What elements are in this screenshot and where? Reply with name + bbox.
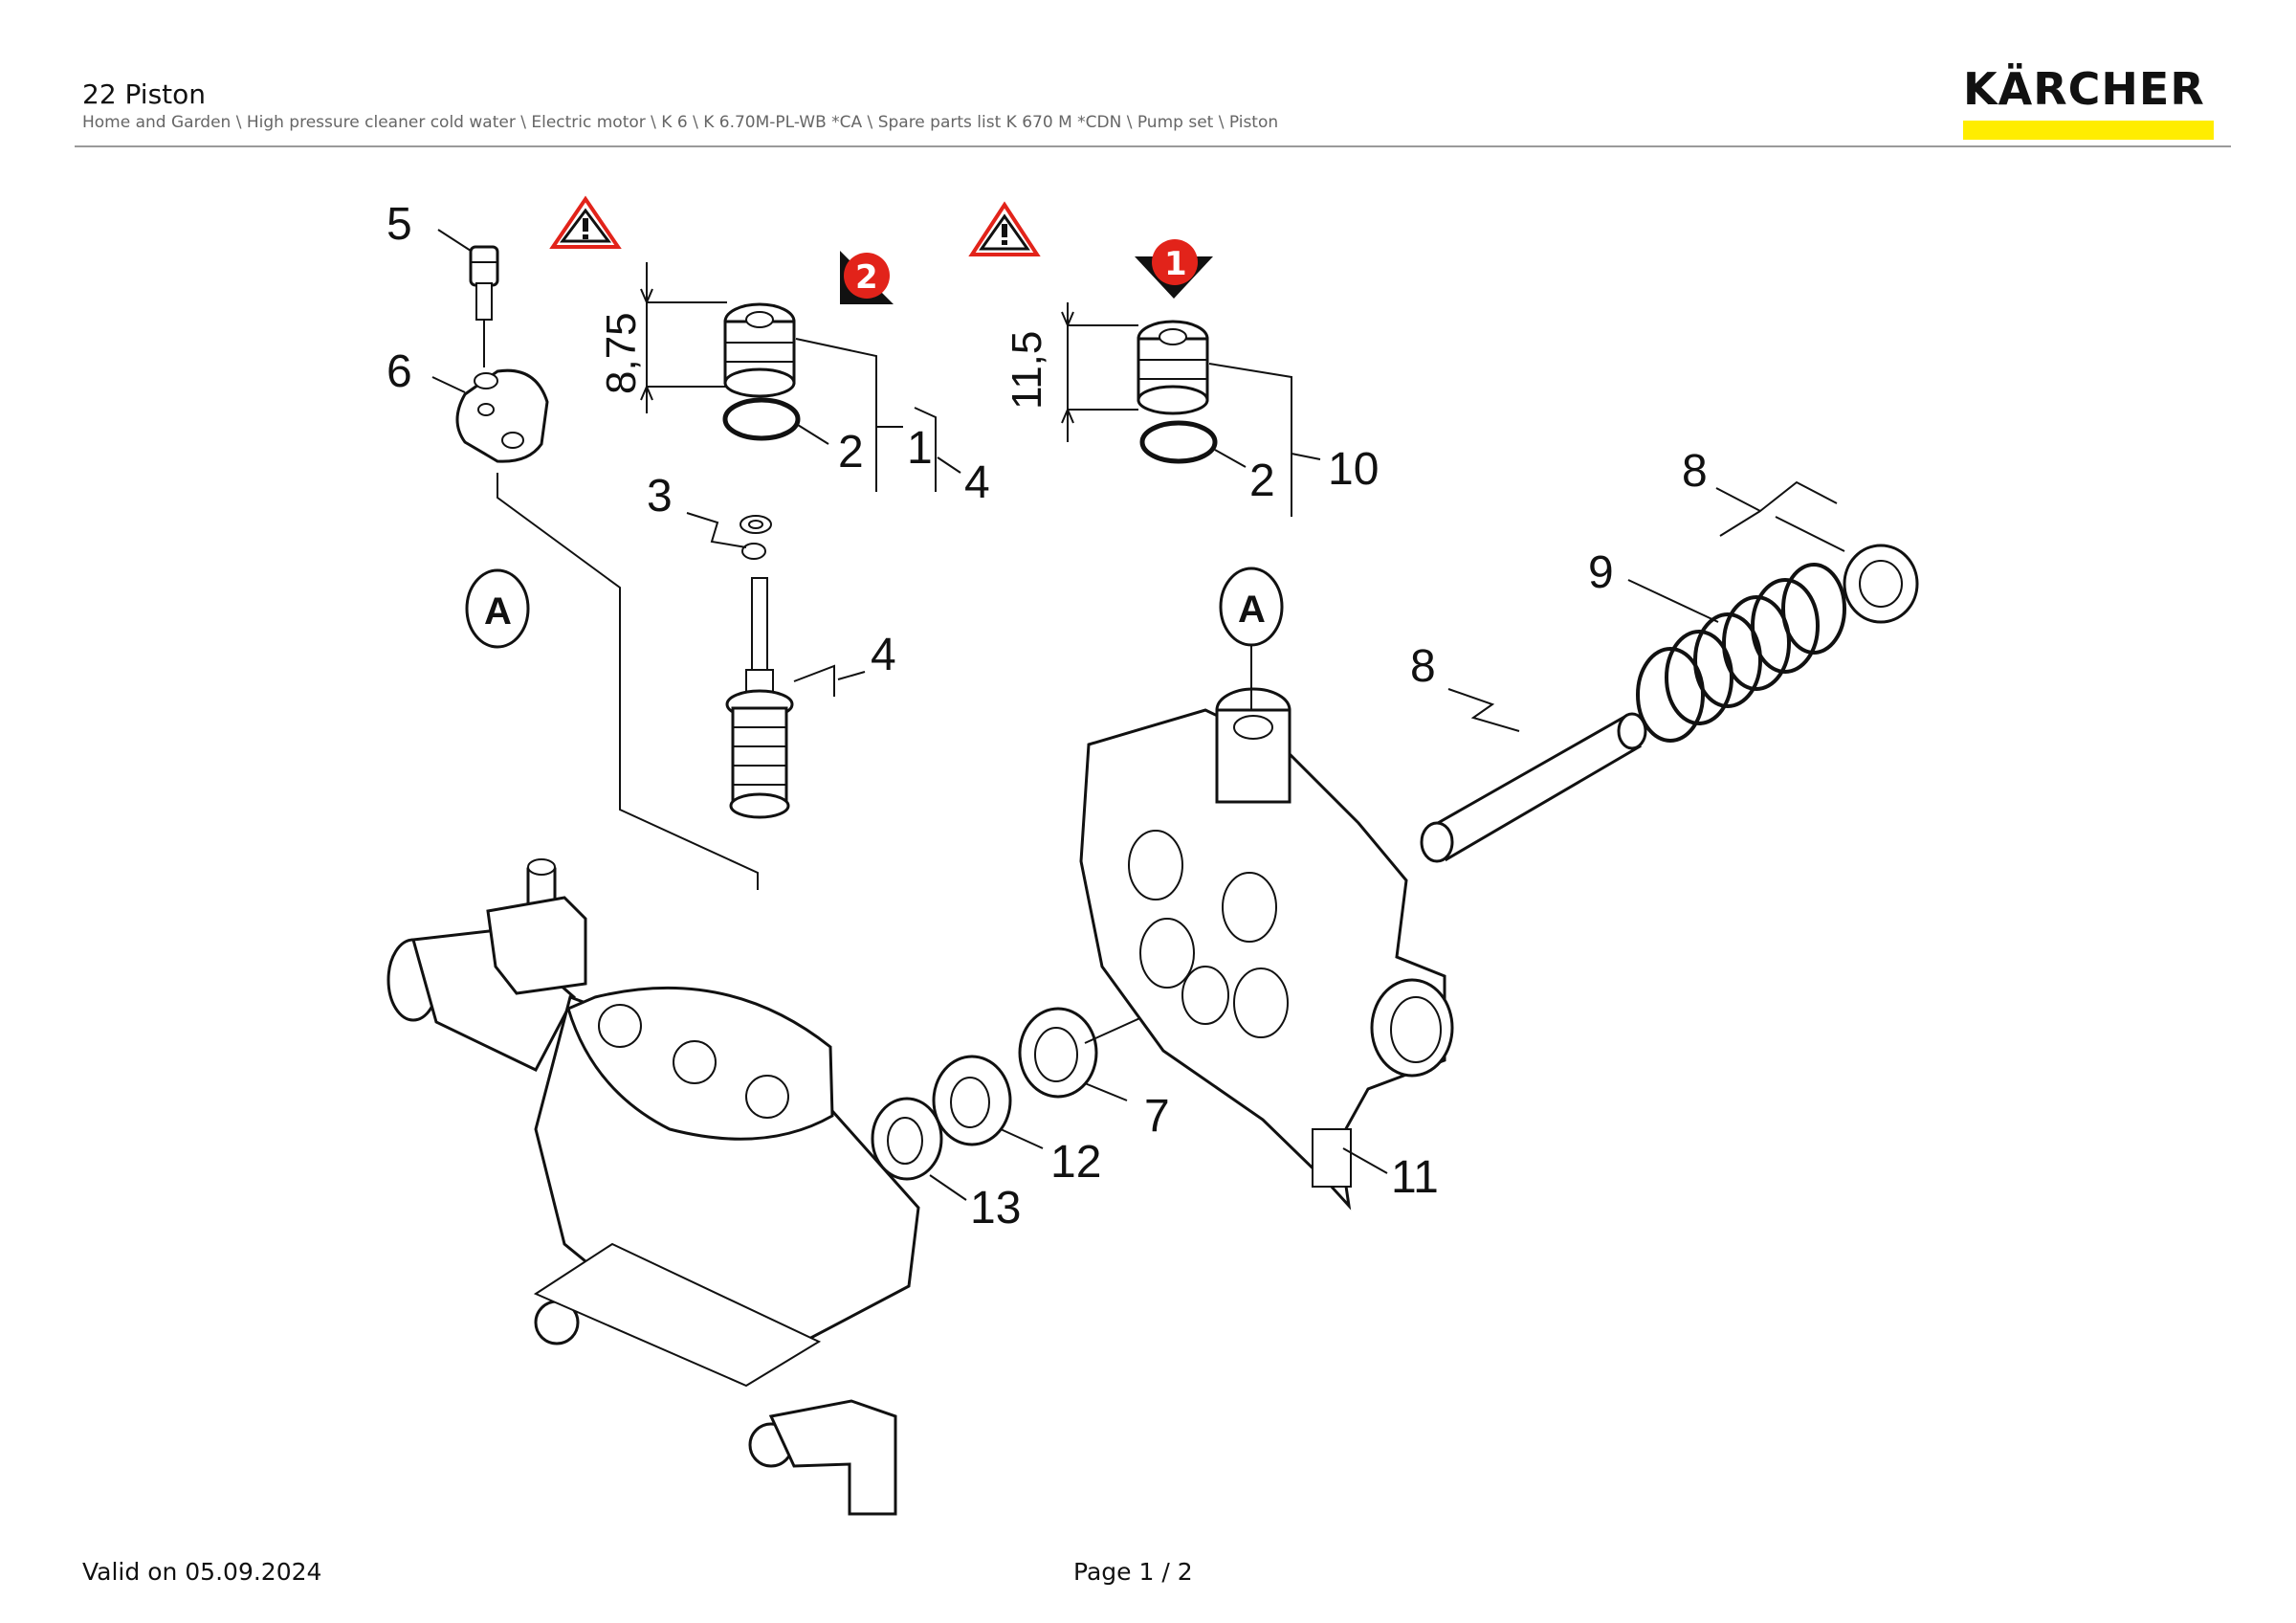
bracket-line (793, 664, 835, 697)
screw-part[interactable] (469, 245, 499, 321)
seal-ring-part[interactable] (740, 515, 772, 560)
leader-line (1447, 688, 1520, 732)
logo-yellow-bar (1963, 121, 2214, 140)
o-ring-part[interactable] (722, 397, 801, 441)
leader-line (797, 424, 829, 445)
leader-line (1000, 1128, 1044, 1149)
o-ring-part[interactable] (1139, 420, 1218, 464)
callout-4b: 4 (871, 630, 896, 680)
logo-text: KÄRCHER (1963, 63, 2205, 115)
breadcrumb: Home and Garden \ High pressure cleaner … (82, 113, 1279, 132)
leader-line (1342, 1147, 1388, 1174)
reference-mark-a: A (465, 568, 530, 649)
svg-text:11,5: 11,5 (1004, 331, 1050, 410)
leader-line (837, 671, 866, 680)
callout-11: 11 (1391, 1152, 1439, 1203)
marker-badge-icon: 2 (840, 251, 894, 304)
brand-logo: KÄRCHER (1963, 63, 2216, 140)
header-divider (75, 145, 2231, 147)
leader-line (929, 1174, 967, 1201)
leader-line (437, 229, 472, 252)
leader-line (431, 376, 466, 393)
page-title: 22 Piston (82, 78, 207, 110)
valve-insert-part[interactable] (1137, 320, 1209, 415)
badge-2: 2 (855, 258, 878, 297)
callout-13: 13 (970, 1183, 1021, 1234)
svg-text:A: A (484, 590, 512, 633)
warning-triangle-icon (549, 195, 622, 249)
dimension-8-75: 8,75 (598, 262, 727, 413)
retaining-disc-part[interactable] (1843, 544, 1919, 624)
pump-head-part[interactable] (386, 858, 920, 1516)
spring-part[interactable] (1636, 563, 1846, 743)
seal-part-7[interactable] (1018, 1007, 1098, 1099)
callout-1: 1 (907, 423, 933, 474)
marker-badge-icon: 1 (1135, 239, 1213, 299)
pump-housing-part[interactable] (1079, 687, 1454, 1211)
leader-line (1627, 579, 1719, 623)
valve-insert-part[interactable] (723, 302, 796, 398)
valve-stem-part[interactable] (725, 577, 794, 819)
leader-line (1291, 453, 1321, 460)
leader-line (1214, 449, 1247, 468)
reference-mark-a: A (1219, 567, 1284, 647)
piston-part[interactable] (1420, 712, 1647, 863)
warning-triangle-icon (968, 201, 1041, 256)
leader-line (1715, 480, 1845, 552)
leader-line (937, 456, 961, 474)
callout-12: 12 (1050, 1137, 1101, 1188)
callout-8a: 8 (1682, 446, 1708, 497)
connector-line (497, 473, 759, 890)
callout-4a: 4 (964, 457, 990, 508)
valid-date: Valid on 05.09.2024 (82, 1558, 322, 1586)
bracket-line (795, 338, 877, 492)
callout-5: 5 (386, 199, 412, 250)
bracket-line (1208, 363, 1292, 517)
flange-plate-part[interactable] (455, 368, 549, 463)
leader-line (1084, 1082, 1128, 1101)
callout-6: 6 (386, 346, 412, 397)
callout-10: 10 (1328, 444, 1379, 495)
svg-text:8,75: 8,75 (598, 312, 645, 394)
dimension-11-5: 11,5 (1004, 302, 1138, 442)
callout-2: 2 (838, 427, 864, 478)
callout-8b: 8 (1410, 641, 1436, 692)
page-number: Page 1 / 2 (1073, 1558, 1193, 1586)
seal-part-13[interactable] (871, 1097, 943, 1181)
callout-3: 3 (647, 471, 673, 522)
bracket-line (914, 407, 937, 492)
callout-7: 7 (1144, 1091, 1170, 1142)
svg-text:A: A (1238, 589, 1266, 631)
badge-1: 1 (1164, 245, 1187, 283)
callout-2b: 2 (1249, 456, 1275, 506)
callout-9: 9 (1588, 547, 1614, 598)
leader-line (686, 512, 747, 548)
seal-part-12[interactable] (932, 1055, 1012, 1146)
